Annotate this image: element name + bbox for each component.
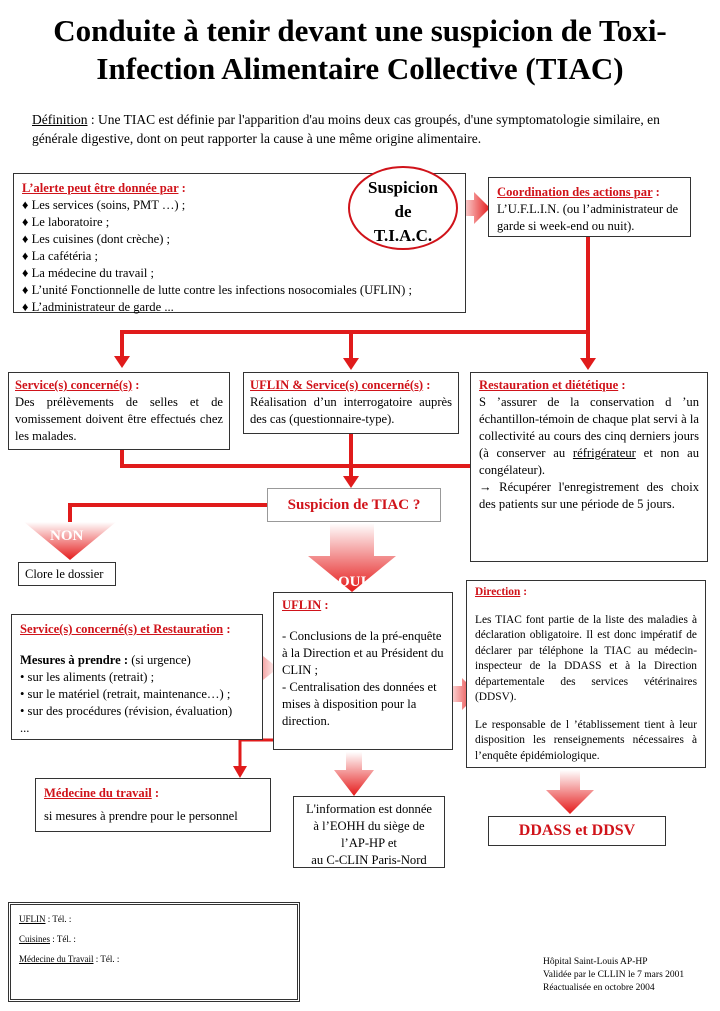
contacts-box: UFLIN : Tél. : Cuisines : Tél. : Médecin… [8, 902, 300, 1002]
suspicion-l2: de [394, 202, 412, 221]
suspicion-l3: T.I.A.C. [373, 226, 433, 245]
uflin-service-box: UFLIN & Service(s) concerné(s) : Réalisa… [243, 372, 459, 434]
alerte-heading: L’alerte peut être donnée par [22, 181, 179, 195]
footer-l3: Réactualisée en octobre 2004 [543, 983, 655, 993]
ddass-box: DDASS et DDSV [488, 816, 666, 846]
uflin-box-text2: - Centralisation des données et mises à … [282, 680, 437, 728]
page-title: Conduite à tenir devant une suspicion de… [53, 13, 667, 86]
alerte-item: L’administrateur de garde ... [22, 299, 457, 316]
footer: Hôpital Saint-Louis AP-HP Validée par le… [543, 956, 713, 995]
urgence-label: (si urgence) [128, 653, 191, 667]
restauration-heading: Restauration et diététique [479, 378, 619, 392]
service-concerne-box: Service(s) concerné(s) : Des prélèvement… [8, 372, 230, 450]
mesures-item: • sur le matériel (retrait, maintenance…… [20, 687, 231, 701]
information-l3: l’AP-HP et [341, 836, 397, 850]
uflin-box: UFLIN : - Conclusions de la pré-enquête … [273, 592, 453, 750]
restauration-text2-value: Récupérer l'enregistrement des choix des… [479, 480, 699, 511]
medecine-heading: Médecine du travail [44, 786, 152, 800]
footer-l2: Validée par le CLLIN le 7 mars 2001 [543, 970, 685, 980]
information-l2: à l’EOHH du siège de [313, 819, 425, 833]
medecine-box: Médecine du travail : si mesures à prend… [35, 778, 271, 832]
restauration-text1: S ’assurer de la conservation d ’un écha… [479, 394, 699, 479]
information-box: L'information est donnée à l’EOHH du siè… [293, 796, 445, 868]
direction-heading: Direction [475, 586, 521, 598]
direction-text1: Les TIAC font partie de la liste des mal… [475, 613, 697, 704]
question-box: Suspicion de TIAC ? [267, 488, 441, 522]
restauration-box: Restauration et diététique : S ’assurer … [470, 372, 708, 562]
contact-cuisines-label: Cuisines [19, 934, 51, 944]
information-l1: L'information est donnée [305, 802, 433, 816]
restauration-text1b: et non au congélateur). [479, 446, 699, 477]
restauration-text1-u: réfrigérateur [572, 446, 636, 460]
contact-uflin: UFLIN : Tél. : [19, 913, 289, 925]
clore-box: Clore le dossier [18, 562, 116, 586]
mesures-label: Mesures à prendre : [20, 653, 129, 667]
contact-cuisines: Cuisines : Tél. : [19, 933, 289, 945]
direction-box: Direction : Les TIAC font partie de la l… [466, 580, 706, 768]
service-concerne-text: Des prélèvements de selles et de vomisse… [15, 395, 223, 443]
alerte-item: Les cuisines (dont crèche) ; [22, 231, 457, 248]
mesures-item: • sur les aliments (retrait) ; [20, 670, 155, 684]
alerte-item: Les services (soins, PMT …) ; [22, 197, 457, 214]
service-concerne-heading: Service(s) concerné(s) [15, 378, 133, 392]
uflin-service-text: Réalisation d’un interrogatoire auprès d… [250, 395, 452, 426]
medecine-text: si mesures à prendre pour le personnel [44, 809, 238, 823]
contact-medecine: Médecine du Travail : Tél. : [19, 953, 289, 965]
definition-label: Définition [32, 112, 88, 127]
oui-label: OUI [338, 574, 367, 590]
arrow-right-icon: → [479, 480, 500, 494]
non-label: NON [50, 528, 84, 544]
definition-text: : Une TIAC est définie par l'apparition … [32, 112, 660, 146]
uflin-service-heading: UFLIN & Service(s) concerné(s) [250, 378, 424, 392]
information-l4: au C-CLIN Paris-Nord [311, 853, 427, 867]
restauration-text2: → Récupérer l'enregistrement des choix d… [479, 479, 699, 513]
suspicion-oval: Suspicion de T.I.A.C. [348, 166, 458, 250]
contact-uflin-tel: : Tél. : [45, 914, 72, 924]
alerte-list: Les services (soins, PMT …) ; Le laborat… [22, 197, 457, 316]
service-restauration-heading: Service(s) concerné(s) et Restauration [20, 622, 224, 636]
alerte-item: La cafétéria ; [22, 248, 457, 265]
contact-medecine-label: Médecine du Travail [19, 954, 94, 964]
coordination-heading: Coordination des actions par [497, 185, 653, 199]
service-restauration-box: Service(s) concerné(s) et Restauration :… [11, 614, 263, 740]
restauration-text1a: S ’assurer de la conservation d ’un écha… [479, 395, 699, 460]
direction-text2: Le responsable de l ’établissement tient… [475, 718, 697, 762]
footer-l1: Hôpital Saint-Louis AP-HP [543, 957, 648, 967]
alerte-item: Le laboratoire ; [22, 214, 457, 231]
alerte-item: L’unité Fonctionnelle de lutte contre le… [22, 282, 457, 299]
uflin-box-text1: - Conclusions de la pré-enquête à la Dir… [282, 629, 444, 677]
contact-cuisines-tel: : Tél. : [50, 934, 76, 944]
coordination-box: Coordination des actions par : L’U.F.L.I… [488, 177, 691, 237]
alerte-item: La médecine du travail ; [22, 265, 457, 282]
contact-medecine-tel: : Tél. : [93, 954, 120, 964]
coordination-text: L’U.F.L.I.N. (ou l’administrateur de gar… [497, 202, 679, 233]
uflin-box-heading: UFLIN [282, 598, 322, 612]
definition: Définition : Une TIAC est définie par l'… [32, 110, 692, 148]
suspicion-l1: Suspicion [368, 178, 438, 197]
mesures-item: • sur des procédures (révision, évaluati… [20, 704, 233, 718]
contact-uflin-label: UFLIN [19, 914, 46, 924]
mesures-item: ... [20, 721, 30, 735]
